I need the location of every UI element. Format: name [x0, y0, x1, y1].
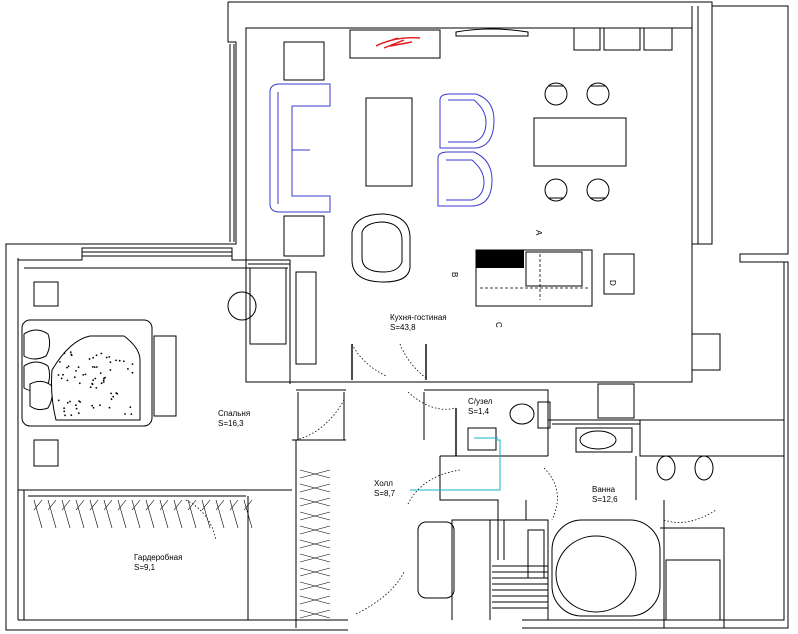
red-scribble [375, 36, 421, 49]
headboard [153, 335, 177, 417]
living-room-wall [245, 27, 693, 383]
wc-sink [467, 427, 497, 451]
tv-console [349, 29, 441, 59]
toilet-1 [656, 455, 676, 481]
exterior-wall-inner [17, 258, 785, 621]
island-cooktop [476, 250, 524, 268]
wardrobe-partition [295, 271, 317, 365]
hall-walls [423, 392, 549, 620]
kitchen-living-name: Кухня-гостиная [390, 313, 447, 322]
bath-vanity [575, 427, 633, 453]
nightstand-bottom [33, 439, 59, 467]
mark-a: A [534, 230, 543, 236]
mark-d: D [608, 280, 617, 286]
desk-chair [227, 291, 257, 321]
shelf-1 [573, 27, 601, 51]
desk [249, 267, 287, 345]
shelf-2 [603, 27, 641, 51]
kitchen-island [475, 249, 593, 307]
stairs [492, 520, 548, 609]
nightstand-top [33, 281, 59, 307]
bathtub [551, 519, 661, 617]
shelf-3 [643, 27, 673, 51]
kitchen-cabinet [603, 253, 635, 295]
dining-table [533, 117, 627, 167]
bath-cabinet [527, 529, 545, 579]
wc-cistern [537, 401, 551, 429]
kitchen-living-area: S=43,8 [390, 323, 416, 332]
closet-hanging-rail [299, 469, 331, 619]
balcony-wall [691, 6, 713, 245]
mark-c: C [494, 322, 503, 328]
dining-chairs [544, 82, 610, 202]
wardrobe-hanging-rail [33, 499, 253, 529]
hob-sink [691, 333, 721, 371]
armchair-lower [437, 151, 493, 207]
cyan-lines [410, 437, 501, 491]
sofa [269, 83, 331, 213]
mark-b: B [450, 272, 459, 277]
wardrobe-name: Гардеробная [134, 553, 182, 562]
lounge-armchair [351, 213, 411, 283]
toilet-2 [694, 455, 714, 481]
bathroom-name: Ванна [592, 485, 616, 494]
bed [21, 319, 153, 427]
wc-name: С/узел [468, 397, 493, 406]
bath-walls [552, 420, 784, 628]
door-leaves [351, 344, 457, 456]
hall-name: Холл [374, 479, 393, 488]
bedroom-area: S=16,3 [218, 419, 244, 428]
wardrobe-shelf [23, 490, 249, 620]
tv-unit [455, 28, 529, 37]
bedroom-window [82, 251, 232, 257]
bathroom-area: S=12,6 [592, 495, 618, 504]
exterior-wall [5, 1, 789, 631]
bed-pillows [23, 329, 53, 411]
bathtub-inner [555, 535, 637, 613]
armchair-topleft [283, 41, 325, 81]
partition-walls [18, 381, 784, 628]
wardrobe-area: S=9,1 [134, 563, 156, 572]
door-swings [185, 343, 717, 615]
bedroom-name: Спальня [218, 409, 250, 418]
blanket-pattern [57, 351, 134, 417]
bath-washbasin [579, 430, 617, 450]
coffee-table [365, 97, 413, 187]
armchair-upper [439, 93, 495, 149]
island-dashed [480, 254, 590, 300]
window-left [229, 44, 235, 242]
hall-bench [417, 521, 455, 599]
hall-area: S=8,7 [374, 489, 396, 498]
island-sink [525, 251, 583, 287]
wc-area: S=1,4 [468, 407, 490, 416]
stove [597, 383, 635, 419]
shower [665, 559, 721, 621]
side-cabinet [283, 215, 325, 257]
wc-toilet [509, 403, 535, 425]
